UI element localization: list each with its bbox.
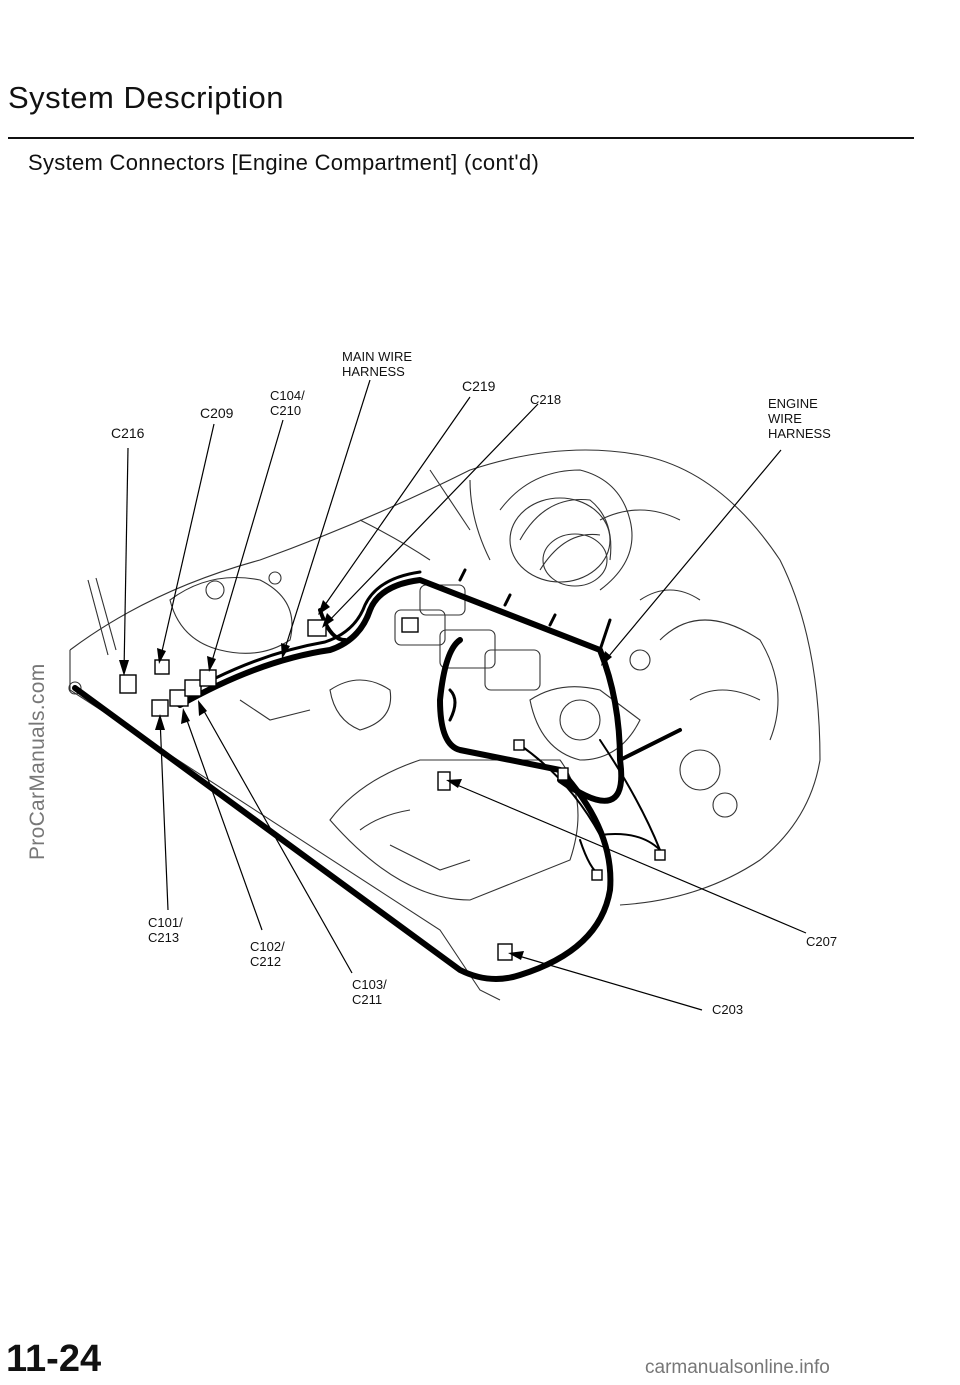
connector-c218-block bbox=[401, 617, 419, 633]
page-number: 11-24 bbox=[6, 1338, 102, 1380]
wire-harness-lines bbox=[72, 568, 682, 982]
label-main-wire-harness: MAIN WIRE HARNESS bbox=[342, 349, 413, 379]
section-title: System Description bbox=[8, 80, 285, 115]
connector-c103 bbox=[184, 679, 202, 697]
label-c219: C219 bbox=[462, 378, 496, 394]
label-c104-c210: C104/ C210 bbox=[270, 388, 305, 418]
bottom-watermark: carmanualsonline.info bbox=[645, 1357, 830, 1378]
connector-c209 bbox=[154, 659, 170, 675]
connector-blocks bbox=[119, 617, 666, 961]
connector-c101 bbox=[151, 699, 169, 717]
connector-small-b bbox=[557, 767, 569, 781]
label-engine-wire-harness: ENGINE WIRE HARNESS bbox=[768, 396, 831, 441]
connector-c104 bbox=[199, 669, 217, 687]
label-c218: C218 bbox=[530, 392, 562, 407]
title-rule bbox=[8, 137, 914, 139]
leader-arrowheads bbox=[119, 600, 612, 960]
connector-c219-block bbox=[307, 619, 327, 637]
page-subtitle: System Connectors [Engine Compartment] (… bbox=[28, 150, 540, 175]
connector-c203-block bbox=[497, 943, 513, 961]
connector-c102 bbox=[169, 689, 189, 707]
label-c203: C203 bbox=[712, 1002, 744, 1017]
connector-small-c bbox=[654, 849, 666, 861]
connector-small-a bbox=[513, 739, 525, 751]
engine-outline bbox=[68, 449, 821, 1001]
label-c216: C216 bbox=[111, 425, 145, 441]
connector-c216 bbox=[119, 674, 137, 694]
label-c101-c213: C101/ C213 bbox=[148, 915, 183, 945]
leader-lines bbox=[123, 379, 807, 1011]
connector-small-d bbox=[591, 869, 603, 881]
label-c209: C209 bbox=[200, 405, 234, 421]
label-c103-c211: C103/ C211 bbox=[352, 977, 387, 1007]
label-c102-c212: C102/ C212 bbox=[250, 939, 285, 969]
label-c207: C207 bbox=[806, 934, 838, 949]
